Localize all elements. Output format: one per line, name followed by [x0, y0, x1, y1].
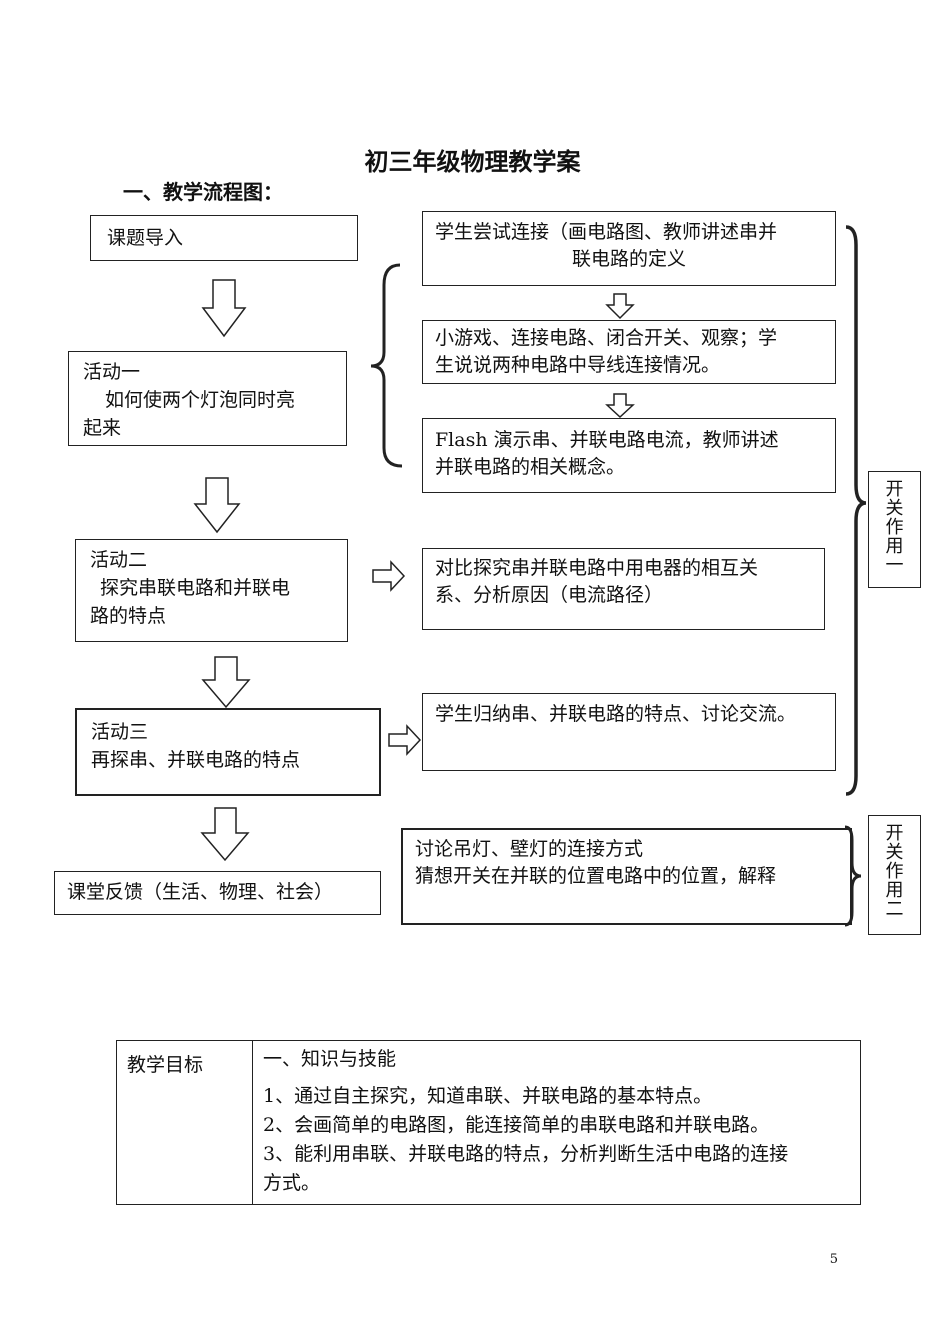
right-brace-icon	[844, 825, 862, 927]
flow-box-feedback: 课堂反馈（生活、物理、社会）	[54, 871, 381, 915]
flow-text: 探究串联电路和并联电	[100, 577, 291, 599]
objectives-table: 教学目标 一、知识与技能 1、通过自主探究，知道串联、并联电路的基本特点。 2、…	[116, 1040, 861, 1205]
down-arrow-icon	[201, 656, 251, 709]
objective-item: 2、会画简单的电路图，能连接简单的串联电路和并联电路。	[263, 1114, 770, 1136]
flow-text: 如何使两个灯泡同时亮	[105, 389, 296, 411]
flow-text: 活动一	[83, 361, 141, 383]
objectives-content: 一、知识与技能 1、通过自主探究，知道串联、并联电路的基本特点。 2、会画简单的…	[252, 1040, 861, 1205]
side-label-char: 一	[885, 555, 904, 576]
flow-text: 生说说两种电路中导线连接情况。	[435, 354, 721, 376]
down-arrow-icon	[200, 807, 250, 862]
flow-text: 对比探究串并联电路中用电器的相互关	[435, 557, 759, 579]
page-title: 初三年级物理教学案	[364, 147, 581, 176]
section-heading: 一、教学流程图：	[123, 180, 283, 204]
flow-text: 课题导入	[107, 227, 184, 249]
side-label-char: 用	[885, 536, 904, 557]
flow-box-activity-2: 活动二 探究串联电路和并联电 路的特点	[75, 539, 348, 642]
flow-box-intro: 课题导入	[90, 215, 358, 261]
side-label-char: 开	[885, 479, 904, 500]
side-label-char: 作	[885, 517, 904, 538]
flow-box-right-2: 小游戏、连接电路、闭合开关、观察；学 生说说两种电路中导线连接情况。	[422, 320, 836, 384]
flow-text: 课堂反馈（生活、物理、社会）	[67, 881, 334, 903]
right-arrow-icon	[388, 724, 422, 756]
flow-box-right-5: 学生归纳串、并联电路的特点、讨论交流。	[422, 693, 836, 771]
flow-box-right-4: 对比探究串并联电路中用电器的相互关 系、分析原因（电流路径）	[422, 548, 825, 630]
flow-box-right-6: 讨论吊灯、壁灯的连接方式 猜想开关在并联的位置电路中的位置，解释	[401, 828, 852, 925]
page-number: 5	[829, 1252, 838, 1267]
objective-item: 方式。	[263, 1172, 321, 1194]
side-label-switch-1: 开 关 作 用 一	[868, 471, 921, 588]
flow-box-activity-3: 活动三 再探串、并联电路的特点	[75, 708, 381, 796]
flow-text: 讨论吊灯、壁灯的连接方式	[415, 838, 644, 860]
objective-item: 3、能利用串联、并联电路的特点，分析判断生活中电路的连接	[263, 1143, 789, 1165]
down-arrow-icon	[201, 279, 247, 338]
flow-text: 学生尝试连接（画电路图、教师讲述串并	[435, 221, 778, 243]
flow-text: 小游戏、连接电路、闭合开关、观察；学	[435, 327, 778, 349]
flow-box-right-1: 学生尝试连接（画电路图、教师讲述串并 联电路的定义	[422, 211, 836, 286]
side-label-char: 关	[885, 842, 904, 863]
right-brace-icon	[845, 225, 867, 796]
flow-box-right-3: Flash 演示串、并联电路电流，教师讲述 并联电路的相关概念。	[422, 418, 836, 493]
flow-text: 并联电路的相关概念。	[435, 456, 626, 478]
side-label-char: 开	[885, 823, 904, 844]
flow-text: 起来	[83, 417, 122, 439]
flow-text: 路的特点	[90, 605, 167, 627]
side-label-char: 作	[885, 861, 904, 882]
objectives-label: 教学目标	[116, 1040, 253, 1205]
objectives-heading: 一、知识与技能	[263, 1048, 397, 1070]
side-label-char: 用	[885, 880, 904, 901]
left-brace-icon	[370, 263, 403, 468]
flow-box-activity-1: 活动一 如何使两个灯泡同时亮 起来	[68, 351, 347, 446]
flow-text: 系、分析原因（电流路径）	[435, 584, 664, 606]
flow-text: 活动三	[91, 721, 149, 743]
flow-text: Flash 演示串、并联电路电流，教师讲述	[435, 429, 779, 451]
flow-text: 学生归纳串、并联电路的特点、讨论交流。	[435, 703, 797, 725]
down-arrow-icon	[605, 293, 635, 320]
down-arrow-icon	[193, 477, 241, 534]
side-label-char: 关	[885, 498, 904, 519]
right-arrow-icon	[372, 560, 406, 592]
side-label-switch-2: 开 关 作 用 二	[868, 815, 921, 935]
flow-text: 活动二	[90, 549, 148, 571]
flow-text: 猜想开关在并联的位置电路中的位置，解释	[415, 865, 777, 887]
side-label-char: 二	[885, 899, 904, 920]
flow-text: 联电路的定义	[571, 248, 686, 270]
objective-item: 1、通过自主探究，知道串联、并联电路的基本特点。	[263, 1085, 713, 1107]
down-arrow-icon	[605, 393, 635, 419]
flow-text: 再探串、并联电路的特点	[91, 749, 301, 771]
